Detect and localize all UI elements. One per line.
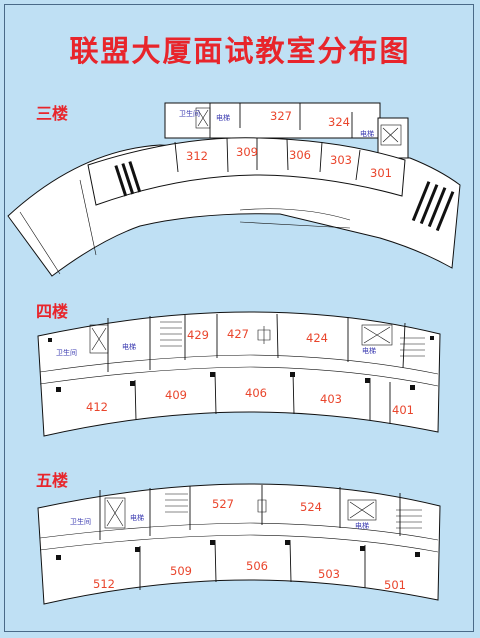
- room-label-312: 312: [186, 149, 208, 163]
- room-label-406: 406: [245, 386, 267, 400]
- floor-label-4: 四楼: [36, 302, 69, 321]
- room-label-401: 401: [392, 403, 414, 417]
- elevator-label-5a: 电梯: [130, 513, 144, 522]
- restroom-label-3: 卫生间: [179, 109, 200, 118]
- elevator-label-4b: 电梯: [362, 346, 376, 355]
- floor-plan-5: 527 524 512 509 506 503 501 卫生间 电梯 电梯: [37, 483, 441, 605]
- elevator-label-4a: 电梯: [122, 342, 136, 351]
- floor-plan-4: 429 427 424 412 409 406 403 401 卫生间 电梯 电…: [37, 311, 441, 437]
- room-label-524: 524: [300, 500, 322, 514]
- elevator-label-3a: 电梯: [216, 113, 230, 122]
- elevator-label-3b: 电梯: [360, 129, 374, 138]
- room-label-509: 509: [170, 564, 192, 578]
- restroom-label-5: 卫生间: [70, 517, 91, 526]
- room-label-527: 527: [212, 497, 234, 511]
- room-label-424: 424: [306, 331, 328, 345]
- page-frame: [4, 4, 474, 632]
- floor-label-5: 五楼: [36, 471, 69, 490]
- room-label-403: 403: [320, 392, 342, 406]
- room-label-429: 429: [187, 328, 209, 342]
- room-label-301: 301: [370, 166, 392, 180]
- room-label-409: 409: [165, 388, 187, 402]
- room-label-324: 324: [328, 115, 350, 129]
- room-label-306: 306: [289, 148, 311, 162]
- floor-label-3: 三楼: [36, 104, 69, 123]
- elevator-label-5b: 电梯: [355, 521, 369, 530]
- room-label-512: 512: [93, 577, 115, 591]
- room-label-327: 327: [270, 109, 292, 123]
- room-label-506: 506: [246, 559, 268, 573]
- restroom-label-4: 卫生间: [56, 348, 77, 357]
- floor-plan-3: 327 324 312 309 306 303 301 卫生间 电梯 电梯: [7, 102, 461, 277]
- room-label-503: 503: [318, 567, 340, 581]
- room-label-427: 427: [227, 327, 249, 341]
- room-label-412: 412: [86, 400, 108, 414]
- page-title: 联盟大厦面试教室分布图: [69, 34, 411, 68]
- room-label-303: 303: [330, 153, 352, 167]
- room-label-309: 309: [236, 145, 258, 159]
- room-label-501: 501: [384, 578, 406, 592]
